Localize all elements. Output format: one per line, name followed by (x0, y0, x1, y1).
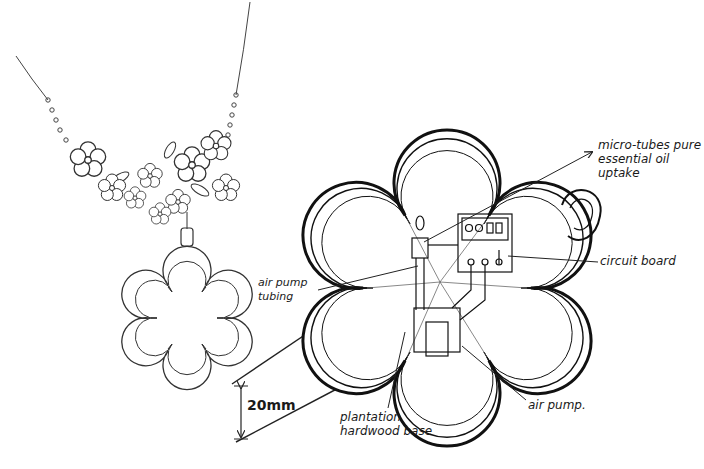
dimension-label: 20mm (247, 398, 307, 412)
part-label: plantation hardwood base (340, 410, 440, 438)
necklace-chain (16, 2, 250, 142)
pendant-small (122, 212, 252, 390)
flower-cluster (70, 131, 239, 224)
part-label: circuit board (600, 254, 700, 268)
leader-lines (318, 152, 598, 408)
part-label: micro-tubes pure essential oil uptake (598, 138, 702, 180)
part-label: air pump. (528, 398, 608, 412)
internal-components (412, 214, 512, 356)
part-label: air pump tubing (258, 276, 318, 304)
